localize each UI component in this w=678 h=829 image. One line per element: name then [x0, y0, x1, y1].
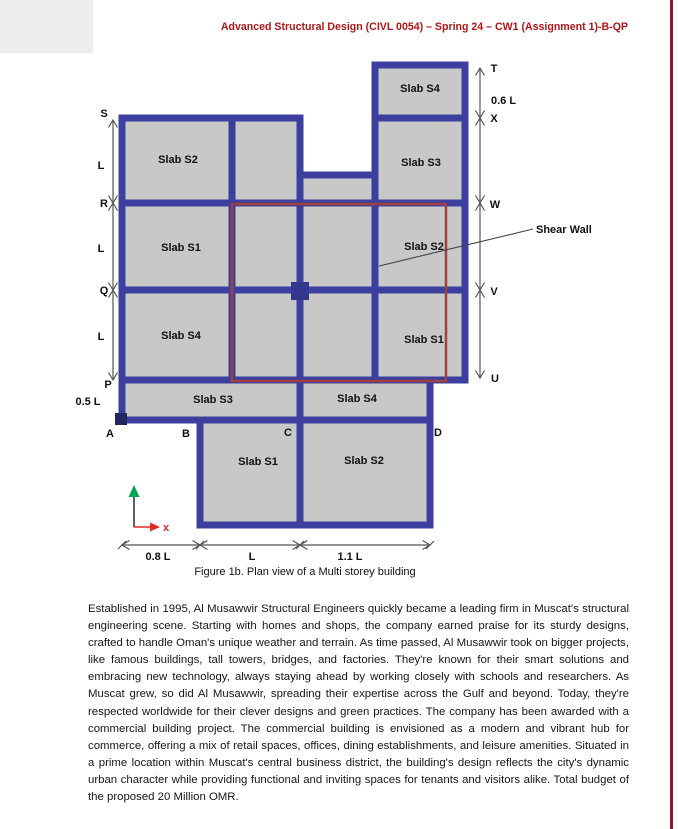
- slab-label: Slab S3: [401, 157, 441, 169]
- axis-indicator: x: [128, 485, 170, 534]
- axis-y-arrowhead-icon: [128, 485, 140, 497]
- slab-panel: [375, 65, 465, 380]
- slab-label: Slab S1: [161, 242, 201, 254]
- dimension-label: 0.5 L: [75, 396, 100, 408]
- dimension-label: L: [98, 160, 105, 172]
- grid-letter: D: [434, 427, 442, 439]
- slab-label: Slab S4: [400, 83, 441, 95]
- slab-label: Slab S1: [238, 456, 278, 468]
- slab-label: Slab S1: [404, 334, 444, 346]
- dimension-label: L: [98, 331, 105, 343]
- slab-label: Slab S2: [404, 241, 444, 253]
- grid-letter: A: [106, 428, 114, 440]
- left-dimension-line: [107, 118, 119, 382]
- slab-panel: [200, 420, 430, 525]
- grid-letter: W: [490, 199, 501, 211]
- slab-label: Slab S4: [337, 393, 378, 405]
- dimension-label: L: [249, 551, 256, 563]
- grid-letter: V: [490, 286, 498, 298]
- dimension-label: 0.6 L: [491, 95, 516, 107]
- grid-letter: T: [491, 63, 498, 75]
- grid-letter: R: [100, 198, 108, 210]
- slab-panel: [122, 380, 430, 420]
- bottom-dimension-line: [117, 539, 435, 551]
- figure-caption: Figure 1b. Plan view of a Multi storey b…: [194, 566, 416, 578]
- shear-wall-outline: [230, 202, 448, 383]
- slab-label: Slab S3: [193, 394, 233, 406]
- slab-label: Slab S2: [344, 455, 384, 467]
- grid-letter: Q: [100, 285, 109, 297]
- axis-x-label: x: [163, 522, 170, 534]
- plan-view-figure: x Slab S4 Slab S2 Slab S3 Slab S1 Slab S…: [75, 61, 592, 563]
- dimension-label: 0.8 L: [145, 551, 170, 563]
- grid-letter: C: [284, 427, 292, 439]
- slab-panel: [300, 175, 375, 380]
- body-paragraph: Established in 1995, Al Musawwir Structu…: [88, 603, 629, 804]
- document-header-title: Advanced Structural Design (CIVL 0054) –…: [220, 21, 628, 33]
- grid-letter: S: [100, 108, 107, 120]
- right-dimension-line: [474, 66, 486, 380]
- grid-letter: B: [182, 428, 190, 440]
- corner-shade: [0, 0, 93, 53]
- dimension-label: L: [98, 243, 105, 255]
- shear-wall-label: Shear Wall: [536, 224, 592, 236]
- corner-column-a: [115, 413, 127, 425]
- slab-label: Slab S2: [158, 154, 198, 166]
- slab-panel: [122, 118, 300, 380]
- grid-letter: X: [490, 113, 498, 125]
- dimension-label: 1.1 L: [337, 551, 362, 563]
- core-column: [291, 282, 309, 300]
- page-margin-stripe: [670, 0, 673, 829]
- slab-label: Slab S4: [161, 330, 202, 342]
- axis-x-arrowhead-icon: [150, 522, 160, 532]
- grid-letter: U: [491, 373, 499, 385]
- shear-wall-leader-line: [378, 228, 534, 267]
- grid-letter: P: [104, 379, 111, 391]
